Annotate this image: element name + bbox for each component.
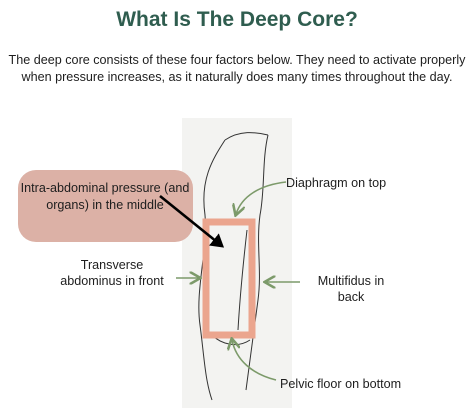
label-pelvic-floor: Pelvic floor on bottom: [280, 377, 402, 391]
body-outline-back: [245, 134, 269, 391]
deep-core-box: [202, 218, 256, 339]
shoulder-line: [224, 132, 269, 141]
spine-line: [237, 229, 248, 331]
label-transverse-abdominus: Transverse abdominus in front: [60, 258, 164, 288]
body-sketch: [198, 132, 269, 401]
diaphragm-arrow: [236, 181, 287, 214]
page-title: What Is The Deep Core?: [116, 8, 358, 31]
intro-paragraph: The deep core consists of these four fac…: [8, 53, 466, 84]
label-multifidus: Multifidus in back: [317, 274, 385, 304]
sketch-background: [182, 118, 292, 408]
pressure-bubble: [18, 170, 193, 242]
pelvic-floor-arrow: [232, 340, 277, 381]
pressure-arrow: [159, 194, 225, 248]
label-diaphragm: Diaphragm on top: [286, 176, 387, 190]
label-intra-abdominal-pressure: Intra-abdominal pressure (and organs) in…: [20, 181, 190, 212]
body-outline-front: [198, 139, 226, 401]
